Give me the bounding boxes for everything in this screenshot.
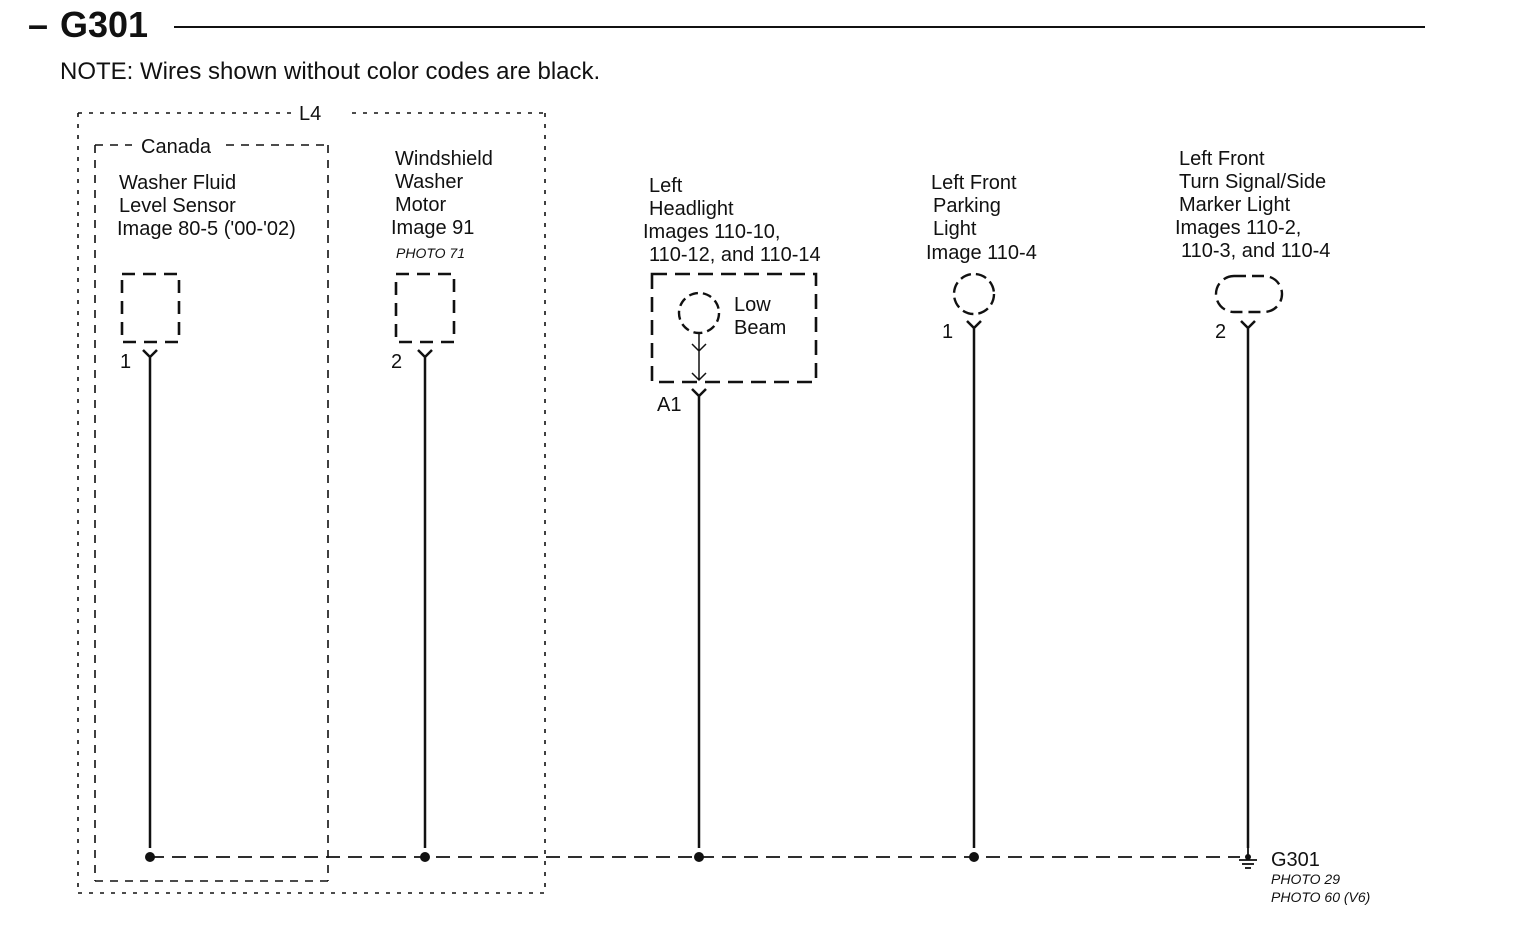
component-reference: Image 110-4: [926, 242, 1037, 264]
component-name-line: Motor: [395, 194, 446, 216]
page-title: G301: [60, 4, 148, 45]
pin-number: 1: [942, 321, 953, 343]
ground-photo-reference: PHOTO 60 (V6): [1271, 889, 1370, 905]
pin-number: 2: [1215, 321, 1226, 343]
sensor-symbol: [120, 272, 181, 344]
title-dash: –: [28, 4, 48, 45]
left-headlight: Left Headlight Images 110-10, 110-12, an…: [643, 175, 821, 848]
low-beam-bulb-icon: [677, 291, 721, 335]
windshield-washer-motor: Windshield Washer Motor Image 91 PHOTO 7…: [391, 148, 493, 848]
component-reference: Images 110-10,: [643, 221, 781, 243]
internal-wire: [691, 333, 707, 382]
photo-reference: PHOTO 71: [396, 245, 465, 261]
component-name-line: Washer: [395, 171, 464, 193]
l4-region: [77, 112, 546, 894]
component-name-line: Turn Signal/Side: [1179, 171, 1326, 193]
ground-photo-reference: PHOTO 29: [1271, 871, 1340, 887]
connector-terminal: [691, 388, 707, 848]
pin-number: 1: [120, 351, 131, 373]
canada-region: [94, 144, 329, 882]
dual-filament-bulb-icon: [1214, 274, 1284, 314]
connector-terminal: [417, 349, 433, 848]
component-name-line: Washer Fluid: [119, 172, 236, 194]
component-name-line: Headlight: [649, 198, 734, 220]
ground-symbol-icon: [1239, 848, 1257, 869]
pin-number: 2: [391, 351, 402, 373]
component-name-line: Parking: [933, 195, 1001, 217]
component-reference: 110-12, and 110-14: [649, 244, 821, 266]
component-name-line: Windshield: [395, 148, 493, 170]
motor-symbol: [394, 272, 456, 344]
splice-dot: [969, 852, 979, 862]
connector-terminal: [966, 320, 982, 848]
splice-dot: [420, 852, 430, 862]
component-reference: Image 80-5 ('00-'02): [117, 218, 296, 240]
component-name-line: Light: [933, 218, 977, 240]
left-front-parking-light: Left Front Parking Light Image 110-4 1: [926, 172, 1037, 848]
component-reference: Image 91: [391, 217, 474, 239]
splice-points: [145, 852, 1251, 862]
canada-label: Canada: [141, 136, 212, 158]
pin-number: A1: [657, 394, 681, 416]
component-reference: Images 110-2,: [1175, 217, 1301, 239]
component-name-line: Level Sensor: [119, 195, 236, 217]
low-beam-label: Low: [734, 294, 771, 316]
l4-label: L4: [299, 103, 321, 125]
component-name-line: Marker Light: [1179, 194, 1291, 216]
component-name-line: Left: [649, 175, 683, 197]
connector-terminal: [1240, 320, 1256, 848]
washer-fluid-level-sensor: Washer Fluid Level Sensor Image 80-5 ('0…: [117, 172, 296, 848]
component-name-line: Left Front: [1179, 148, 1265, 170]
parking-bulb-icon: [952, 272, 996, 316]
ground-label: G301: [1271, 849, 1320, 871]
low-beam-label: Beam: [734, 317, 786, 339]
color-code-note: NOTE: Wires shown without color codes ar…: [60, 58, 600, 85]
splice-dot: [694, 852, 704, 862]
left-front-turn-signal-side-marker-light: Left Front Turn Signal/Side Marker Light…: [1175, 148, 1330, 848]
component-name-line: Left Front: [931, 172, 1017, 194]
splice-dot: [145, 852, 155, 862]
component-reference: 110-3, and 110-4: [1181, 240, 1330, 262]
headlight-housing: [650, 272, 818, 384]
connector-terminal: [142, 349, 158, 848]
